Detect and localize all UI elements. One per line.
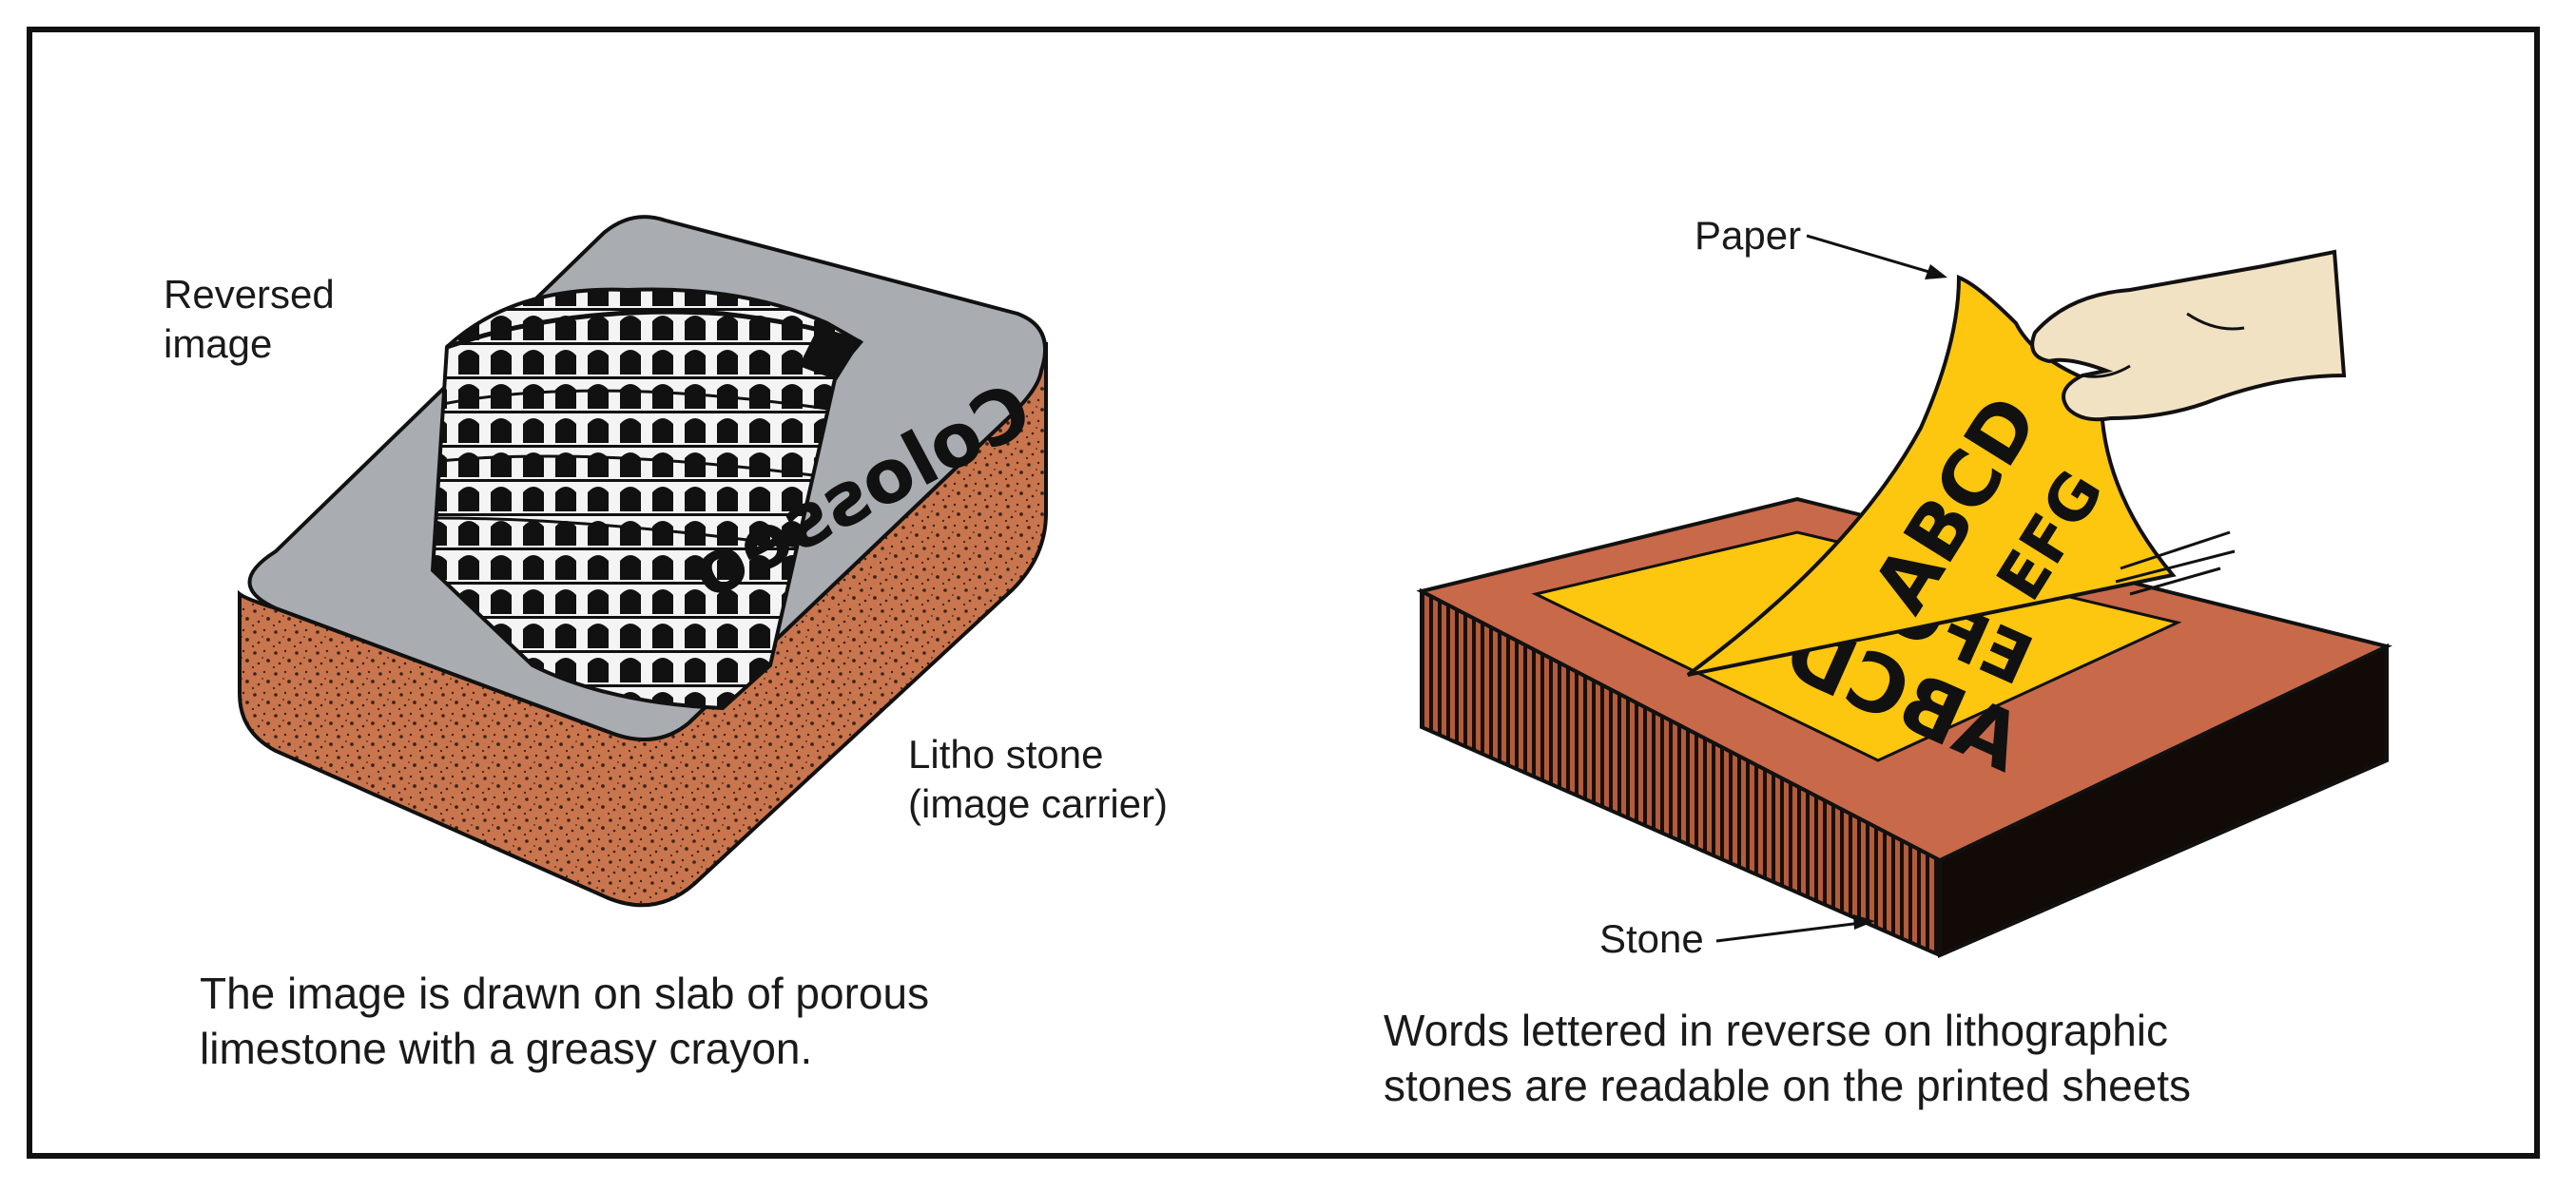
stone-arrow [1715, 914, 1875, 943]
label-reversed-line2: image [164, 321, 273, 366]
caption-right: Words lettered in reverse on lithographi… [1384, 1003, 2191, 1113]
label-litho-line1: Litho stone [908, 732, 1104, 777]
hand [2030, 249, 2347, 422]
label-litho-line2: (image carrier) [908, 781, 1169, 826]
label-reversed-line1: Reversed [164, 272, 335, 317]
caption-left: The image is drawn on slab of porous lim… [200, 966, 929, 1076]
colosseum-drawing [430, 287, 864, 711]
label-stone: Stone [1599, 916, 1704, 961]
label-paper: Paper [1695, 213, 1802, 258]
paper-arrow [1806, 234, 1947, 279]
caption-left-line2: limestone with a greasy crayon. [200, 1024, 813, 1073]
caption-left-line1: The image is drawn on slab of porous [200, 969, 930, 1018]
caption-right-line2: stones are readable on the printed sheet… [1384, 1061, 2192, 1110]
label-reversed-image: Reversed image [164, 270, 335, 369]
label-litho-stone: Litho stone (image carrier) [908, 730, 1168, 829]
caption-right-line1: Words lettered in reverse on lithographi… [1384, 1006, 2169, 1055]
litho-stone-left: Colosseo [238, 215, 1048, 908]
litho-stone-right: ABCD EFG ABCD EFG [1416, 249, 2392, 959]
